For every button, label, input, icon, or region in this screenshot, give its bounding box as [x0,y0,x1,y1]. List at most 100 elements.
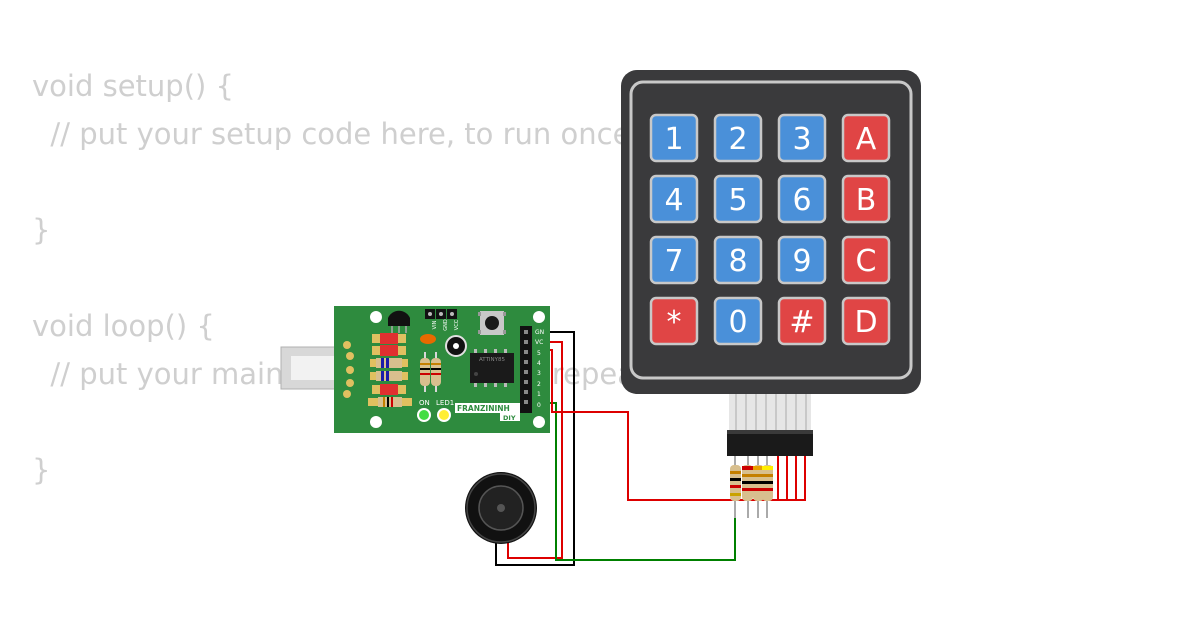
pin-label-gnd: GN [535,329,544,336]
key-face[interactable] [777,235,827,285]
key-label: 6 [792,183,811,218]
jumper-label-vcc: VCC [454,319,460,330]
keypad-keys[interactable]: 1 2 3 A 4 5 6 B 7 8 9 C * 0 # D [649,113,891,346]
key-label: 1 [664,122,683,157]
resistor-2[interactable] [742,465,753,501]
wire-black-gnd[interactable] [495,331,575,566]
key-face[interactable] [713,296,763,346]
key-face[interactable] [777,174,827,224]
led-resistors [420,352,441,392]
pin-label-5: 5 [537,350,541,357]
key-B[interactable]: B [841,174,891,224]
key-C[interactable]: C [841,235,891,285]
key-5[interactable]: 5 [713,174,763,224]
key-star[interactable]: * [649,296,699,346]
jumper-label-gnd: GND [443,319,449,331]
key-9[interactable]: 9 [777,235,827,285]
key-face[interactable] [649,174,699,224]
key-face[interactable] [713,113,763,163]
electrolytic-capacitor [445,335,467,357]
key-8[interactable]: 8 [713,235,763,285]
code-line-4: } [32,213,51,247]
board-brand-label: FRANZININH [457,404,510,413]
key-face[interactable] [649,296,699,346]
key-label: A [856,122,877,157]
pin-label-4: 4 [537,360,541,367]
code-line-2: // put your setup code here, to run once… [32,117,641,151]
key-face[interactable] [841,296,891,346]
usb-pads [343,341,354,398]
header-pins[interactable] [520,326,532,413]
buzzer[interactable] [465,472,537,544]
pin-label-2: 2 [537,381,541,388]
key-hash[interactable]: # [777,296,827,346]
keypad-inner-border [629,80,913,380]
pin-label-0: 0 [537,402,541,409]
key-2[interactable]: 2 [713,113,763,163]
pin-label-3: 3 [537,370,541,377]
code-line-1: void setup() { [32,69,234,103]
code-line-9: } [32,453,51,487]
led1-label: LED1 [436,399,454,407]
reset-button[interactable] [478,311,506,335]
voltage-regulator [388,310,410,326]
key-label: 7 [664,244,683,279]
resistor-4[interactable] [762,465,773,501]
key-0[interactable]: 0 [713,296,763,346]
key-face[interactable] [841,174,891,224]
wire-red-col4[interactable] [796,454,806,501]
mounting-holes [370,311,545,428]
key-label: 3 [792,122,811,157]
key-label: D [854,305,877,340]
key-face[interactable] [713,235,763,285]
wire-green-resistors[interactable] [540,402,736,561]
wire-red-col3[interactable] [787,454,797,501]
keypad-ribbon-cable [729,392,811,432]
key-face[interactable] [777,113,827,163]
power-jumper[interactable] [425,309,457,319]
key-3[interactable]: 3 [777,113,827,163]
key-D[interactable]: D [841,296,891,346]
key-label: 9 [792,244,811,279]
pin-label-vcc: VC [535,339,543,346]
board-brand-sub-label: DIY [503,414,516,422]
key-A[interactable]: A [841,113,891,163]
keypad-connector [727,430,813,456]
resistor-1[interactable] [730,465,741,501]
key-label: 4 [664,183,683,218]
key-1[interactable]: 1 [649,113,699,163]
key-label: # [789,305,814,340]
key-label: 8 [728,244,747,279]
key-face[interactable] [841,113,891,163]
key-face[interactable] [649,235,699,285]
key-face[interactable] [713,174,763,224]
jumper-label-vin: VIN [432,320,438,329]
led-on [417,408,431,422]
key-4[interactable]: 4 [649,174,699,224]
key-label: 2 [728,122,747,157]
pin-label-1: 1 [537,391,541,398]
key-face[interactable] [841,235,891,285]
key-face[interactable] [777,296,827,346]
resistor-array[interactable] [730,454,773,518]
key-label: 5 [728,183,747,218]
code-line-6: void loop() { [32,309,215,343]
wire-red-buzzer[interactable] [507,341,563,559]
smd-resistors [368,333,412,407]
wire-red-col2[interactable] [778,454,788,501]
led1 [437,408,451,422]
key-label: C [856,244,877,279]
led-on-label: ON [419,399,430,407]
chip-label: ATTINY85 [479,357,506,363]
keypad[interactable]: 1 2 3 A 4 5 6 B 7 8 9 C * 0 # D [621,70,921,456]
key-label: B [856,183,877,218]
key-label: 0 [728,305,747,340]
key-face[interactable] [649,113,699,163]
ceramic-capacitor [420,334,436,344]
resistor-3[interactable] [753,465,764,501]
franzininho-board[interactable]: VIN GND VCC [334,306,550,433]
key-7[interactable]: 7 [649,235,699,285]
key-6[interactable]: 6 [777,174,827,224]
key-label: * [667,305,682,340]
